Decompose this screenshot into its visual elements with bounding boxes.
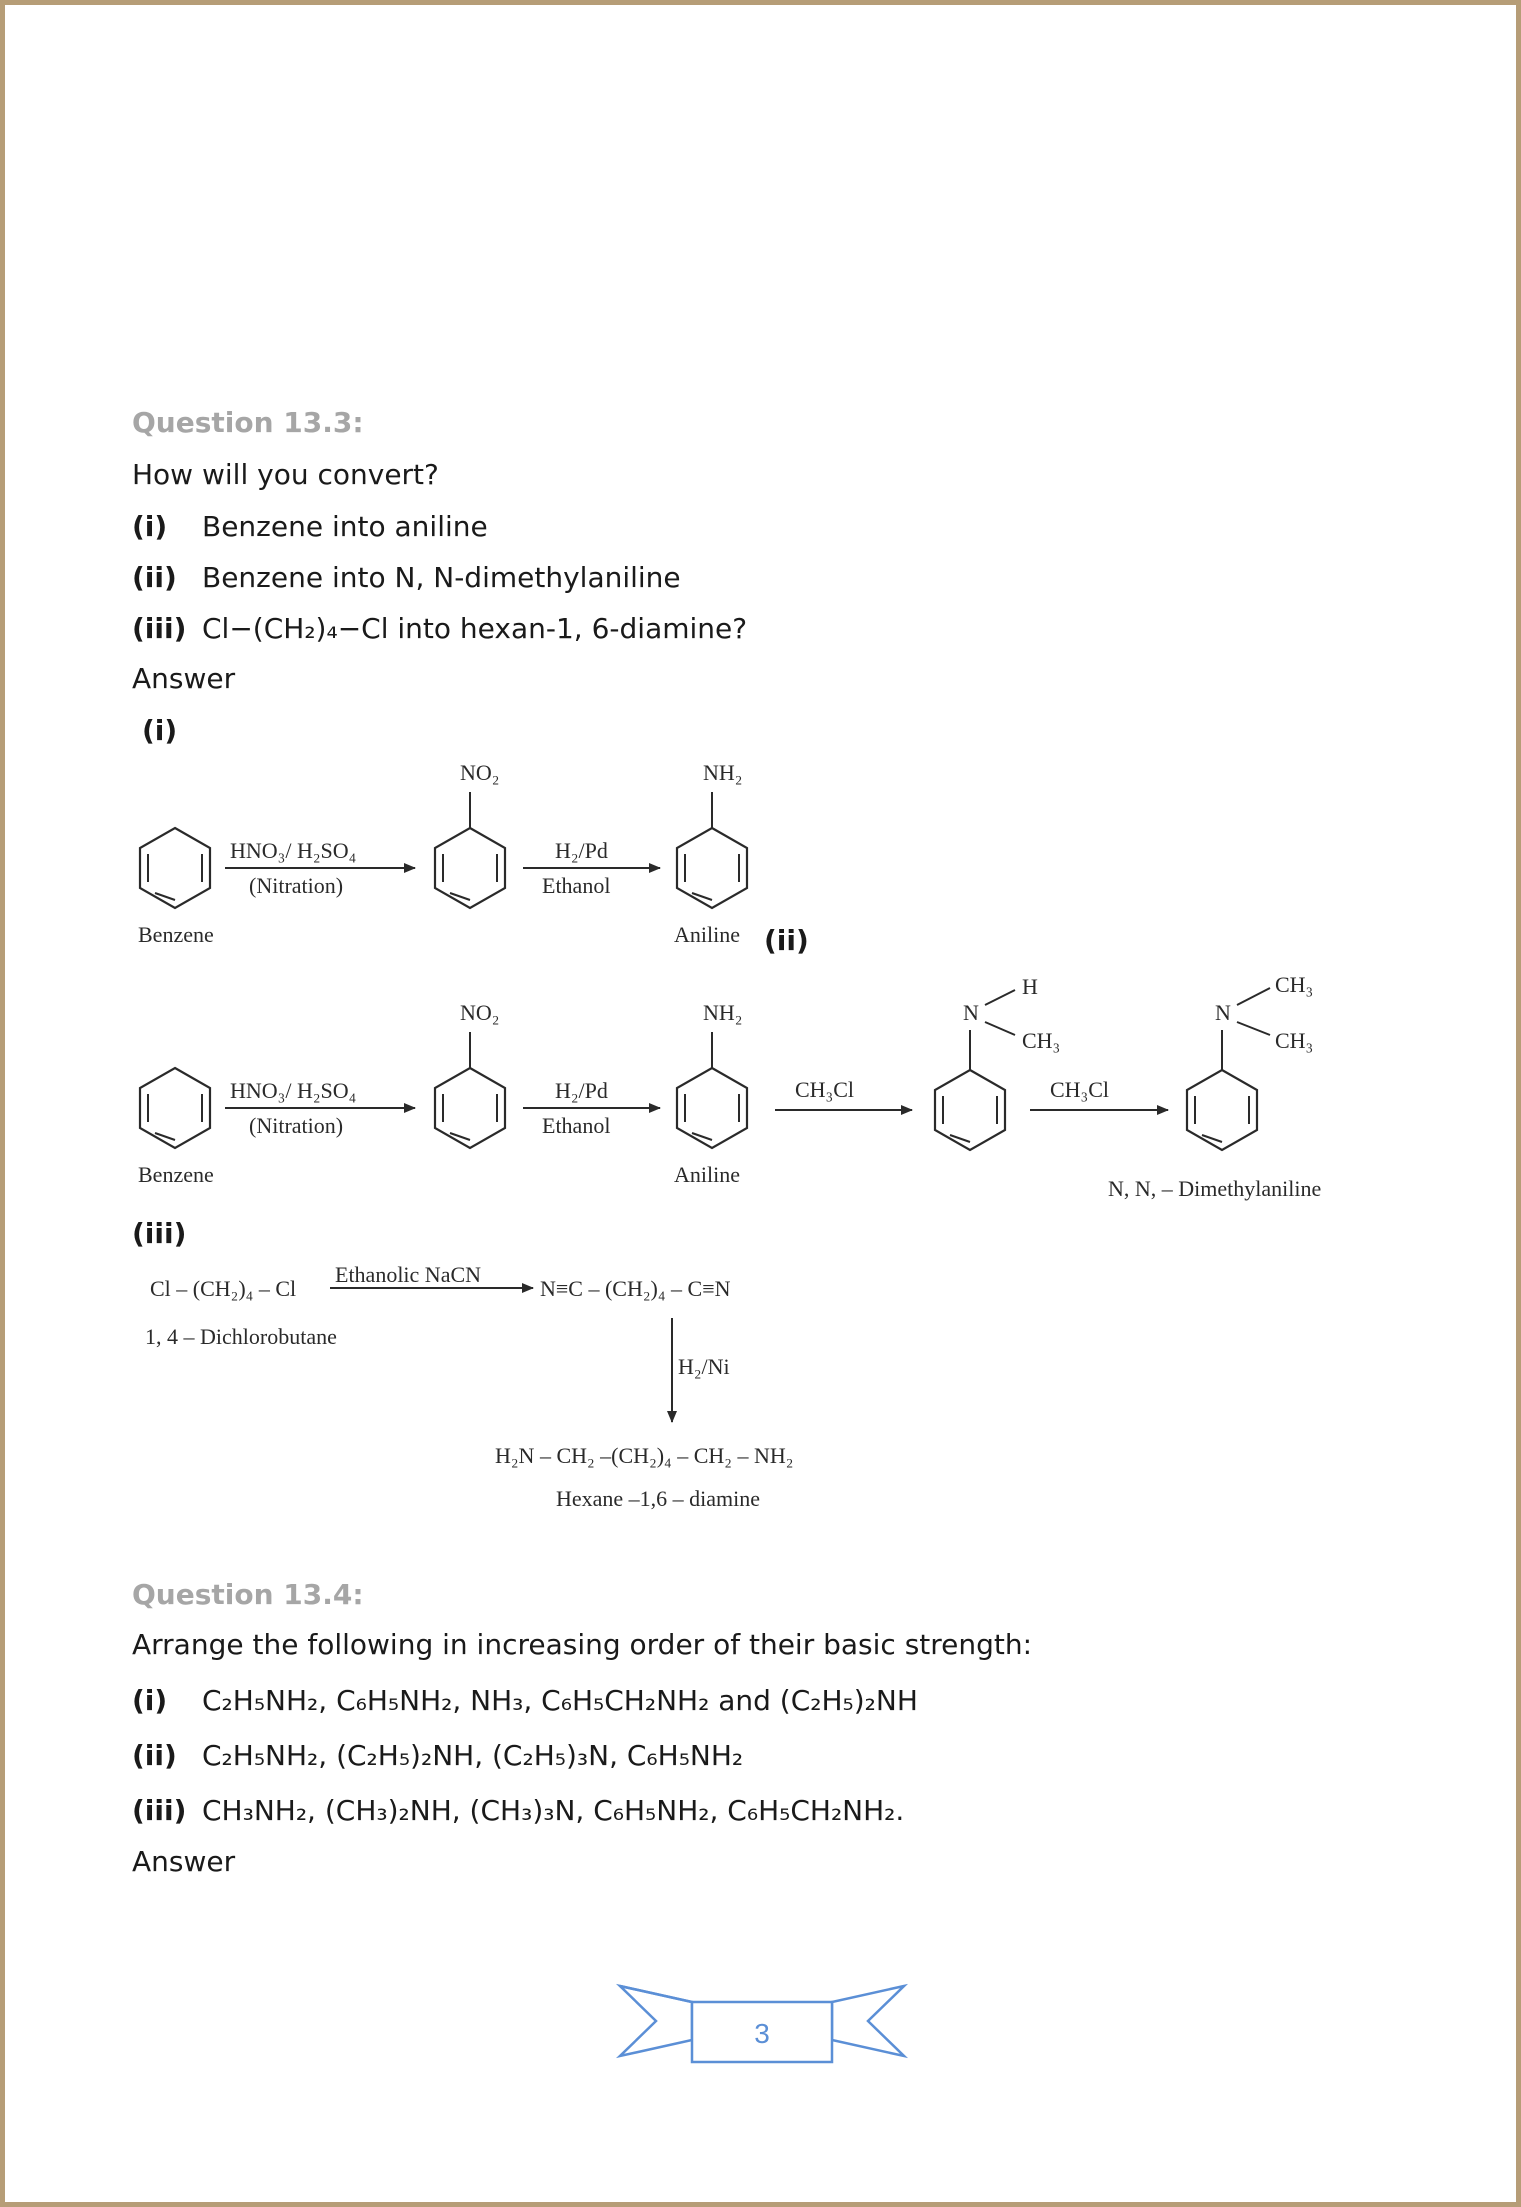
condition-label: Ethanol xyxy=(542,873,610,898)
aniline-label: Aniline xyxy=(674,922,740,947)
item-text: Benzene into N, N-dimethylaniline xyxy=(202,561,681,594)
dinitrile-label: N≡C – (CH₂)₄ – C≡N xyxy=(540,1276,731,1301)
benzene-label: Benzene xyxy=(138,1162,214,1187)
scheme-iii: Cl – (CH₂)₄ – Cl 1, 4 – Dichlorobutane E… xyxy=(145,1262,793,1511)
diamine-label: H₂N – CH₂ –(CH₂)₄ – CH₂ – NH₂ xyxy=(495,1443,793,1468)
nitrobenzene-ring xyxy=(433,826,507,910)
item-label: (i) xyxy=(132,1684,168,1717)
ribbon-icon: 3 xyxy=(615,1983,909,2064)
condition-label: (Nitration) xyxy=(249,873,343,898)
reagent-label: HNO₃/ H₂SO₄ xyxy=(230,838,356,863)
reagent-label: H₂/Pd xyxy=(555,1078,608,1103)
ch3-label: CH₃ xyxy=(1275,972,1313,997)
aniline-ring xyxy=(675,1066,749,1150)
condition-label: Ethanol xyxy=(542,1113,610,1138)
ch3-label: CH₃ xyxy=(1022,1028,1060,1053)
question-13-4-title: Question 13.4: xyxy=(132,1578,364,1611)
question-13-3-item-i: (i) Benzene into aniline xyxy=(132,510,488,544)
question-13-4-item-iii: (iii) CH₃NH₂, (CH₃)₂NH, (CH₃)₃N, C₆H₅NH₂,… xyxy=(132,1794,904,1828)
question-13-3-title: Question 13.3: xyxy=(132,406,364,439)
diamine-name: Hexane –1,6 – diamine xyxy=(556,1486,760,1511)
aniline-ring xyxy=(675,826,749,910)
bond xyxy=(1236,1021,1271,1036)
bond xyxy=(984,1021,1016,1036)
aniline-label: Aniline xyxy=(674,1162,740,1187)
benzene-label: Benzene xyxy=(138,922,214,947)
item-text: CH₃NH₂, (CH₃)₂NH, (CH₃)₃N, C₆H₅NH₂, C₆H₅… xyxy=(202,1794,905,1827)
nitrobenzene-ring xyxy=(433,1066,507,1150)
question-13-3-prompt: How will you convert? xyxy=(132,458,439,491)
answer-part-iii-label: (iii) xyxy=(132,1217,187,1250)
question-13-4-prompt: Arrange the following in increasing orde… xyxy=(132,1628,1033,1661)
reagent-label: H₂/Ni xyxy=(678,1354,730,1379)
reactant-name: 1, 4 – Dichlorobutane xyxy=(145,1324,337,1349)
answer-part-i-label: (i) xyxy=(142,714,178,747)
question-13-3-item-iii: (iii) Cl−(CH₂)₄−Cl into hexan-1, 6-diamin… xyxy=(132,612,747,646)
item-text: Cl−(CH₂)₄−Cl into hexan-1, 6-diamine? xyxy=(202,612,748,645)
bond xyxy=(1236,987,1271,1006)
benzene-ring xyxy=(138,826,212,910)
answer-label: Answer xyxy=(132,1845,236,1878)
page-number: 3 xyxy=(754,2018,770,2049)
no2-label: NO₂ xyxy=(460,1000,499,1025)
h-label: H xyxy=(1022,974,1038,999)
reagent-label: CH₃Cl xyxy=(795,1077,854,1102)
scheme-i: Benzene HNO₃/ H₂SO₄ (Nitration) NO₂ H₂/P… xyxy=(138,760,749,947)
item-label: (ii) xyxy=(132,561,177,594)
dimethylaniline-ring xyxy=(1185,1068,1259,1152)
item-text: C₂H₅NH₂, C₆H₅NH₂, NH₃, C₆H₅CH₂NH₂ and (C… xyxy=(202,1684,918,1717)
question-13-3-item-ii: (ii) Benzene into N, N-dimethylaniline xyxy=(132,561,681,595)
bond xyxy=(984,989,1016,1006)
n-label: N xyxy=(1215,1000,1231,1025)
reagent-label: CH₃Cl xyxy=(1050,1077,1109,1102)
dimethylaniline-label: N, N, – Dimethylaniline xyxy=(1108,1176,1321,1201)
n-methylaniline-ring xyxy=(933,1068,1007,1152)
nh2-label: NH₂ xyxy=(703,760,742,785)
item-text: Benzene into aniline xyxy=(202,510,488,543)
ch3-label: CH₃ xyxy=(1275,1028,1313,1053)
item-text: C₂H₅NH₂, (C₂H₅)₂NH, (C₂H₅)₃N, C₆H₅NH₂ xyxy=(202,1739,744,1772)
question-13-4-item-i: (i) C₂H₅NH₂, C₆H₅NH₂, NH₃, C₆H₅CH₂NH₂ and… xyxy=(132,1684,918,1718)
reactant-label: Cl – (CH₂)₄ – Cl xyxy=(150,1276,296,1301)
answer-part-ii-label: (ii) xyxy=(764,924,809,957)
item-label: (iii) xyxy=(132,612,187,645)
item-label: (ii) xyxy=(132,1739,177,1772)
reagent-label: H₂/Pd xyxy=(555,838,608,863)
benzene-ring xyxy=(138,1066,212,1150)
condition-label: (Nitration) xyxy=(249,1113,343,1138)
no2-label: NO₂ xyxy=(460,760,499,785)
scheme-ii: Benzene HNO₃/ H₂SO₄ (Nitration) NO₂ H₂/P… xyxy=(138,972,1321,1201)
item-label: (iii) xyxy=(132,1794,187,1827)
question-13-4-item-ii: (ii) C₂H₅NH₂, (C₂H₅)₂NH, (C₂H₅)₃N, C₆H₅NH… xyxy=(132,1739,743,1773)
answer-label: Answer xyxy=(132,662,236,695)
nh2-label: NH₂ xyxy=(703,1000,742,1025)
reagent-label: HNO₃/ H₂SO₄ xyxy=(230,1078,356,1103)
page-number-ribbon: 3 xyxy=(612,1978,912,2072)
reagent-label: Ethanolic NaCN xyxy=(335,1262,481,1287)
n-label: N xyxy=(963,1000,979,1025)
item-label: (i) xyxy=(132,510,168,543)
